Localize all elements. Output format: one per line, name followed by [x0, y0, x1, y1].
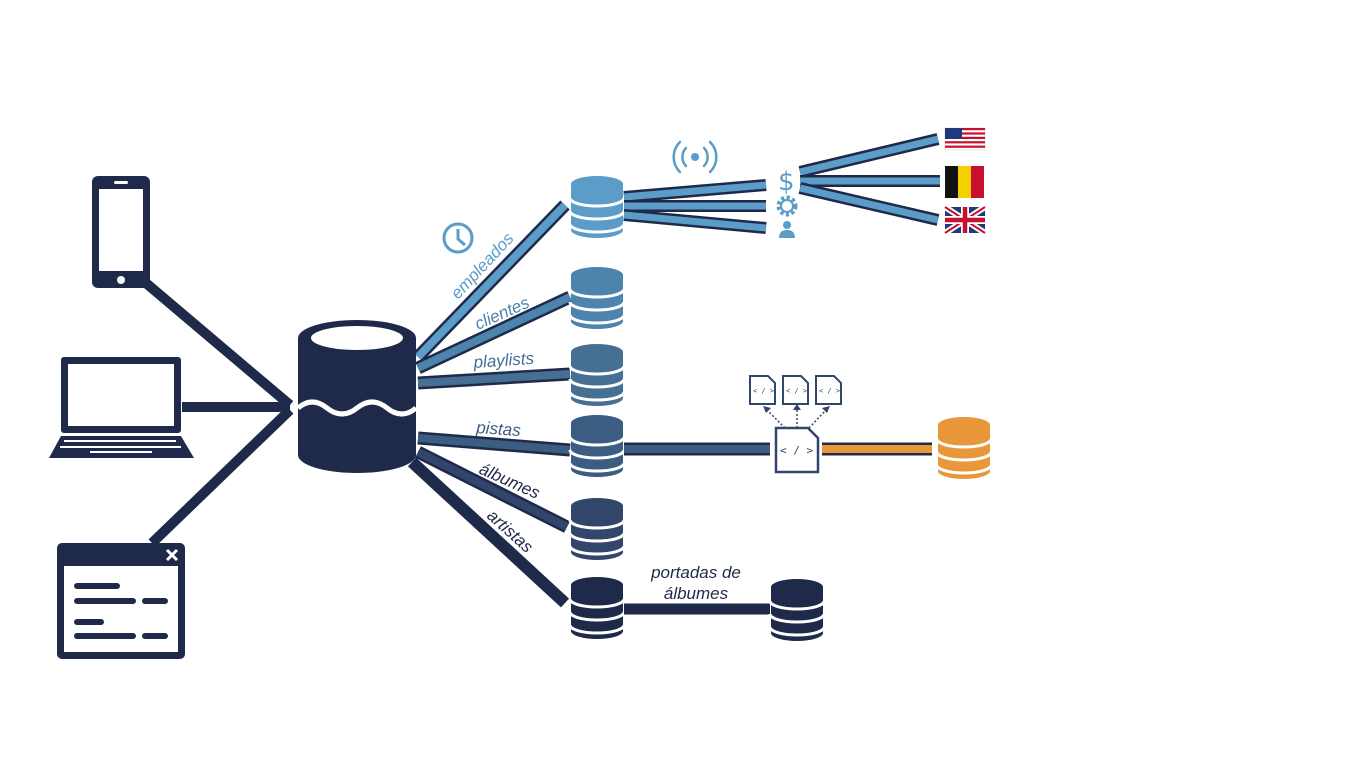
- belgium-flag-icon: [945, 166, 984, 198]
- data-lake-icon: [296, 320, 418, 473]
- close-icon: [165, 548, 179, 562]
- code-files-group: [749, 375, 842, 405]
- code-file-icon: < / >: [753, 387, 774, 395]
- code-file-icon: < / >: [774, 426, 820, 474]
- db-artistas-icon: [568, 575, 626, 641]
- branch-bars: [407, 200, 573, 608]
- label-portadas-line2: álbumes: [664, 584, 729, 603]
- clock-icon: [442, 222, 474, 254]
- app-window-icon: [57, 543, 185, 659]
- wireless-signal-icon: [672, 140, 718, 174]
- code-file-icon: < / >: [819, 387, 840, 395]
- db-pistas-icon: [568, 413, 626, 479]
- laptop-icon: [49, 357, 194, 458]
- svg-text:< / >: < / >: [780, 444, 813, 457]
- gear-icon: [776, 195, 798, 217]
- label-portadas-line1: portadas de: [650, 563, 741, 582]
- person-icon: [779, 221, 795, 238]
- label-pistas: pistas: [475, 418, 522, 440]
- region-bars: [623, 133, 940, 234]
- db-albumes-icon: [568, 496, 626, 562]
- label-playlists: playlists: [472, 349, 535, 372]
- dollar-icon: $: [778, 167, 795, 197]
- db-portadas-icon: [768, 577, 826, 643]
- db-clientes-icon: [568, 265, 626, 331]
- usa-flag-icon: [944, 127, 986, 151]
- uk-flag-icon: [943, 204, 987, 236]
- db-orange-icon: [935, 415, 993, 481]
- smartphone-icon: [92, 176, 150, 288]
- db-empleados-icon: [568, 174, 626, 240]
- db-playlists-icon: [568, 342, 626, 408]
- device-connectors: [136, 274, 294, 547]
- code-file-icon: < / >: [786, 387, 807, 395]
- code-arrows: [766, 409, 827, 429]
